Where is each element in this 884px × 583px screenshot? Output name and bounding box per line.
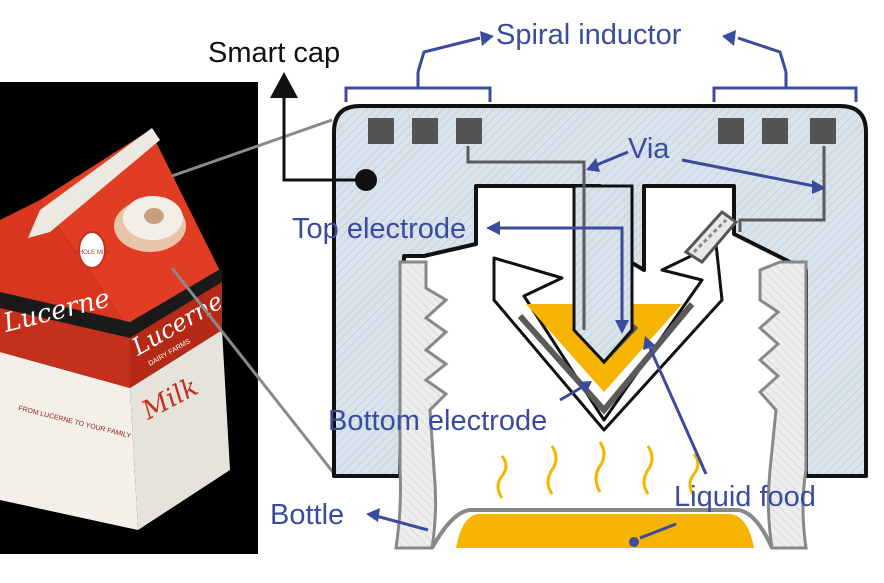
vapor-squiggle: [642, 445, 654, 495]
via-arrowhead-right: [812, 180, 826, 194]
carton-front-white: [0, 352, 138, 530]
carton-top-fin: [28, 128, 160, 238]
label-bottom-electrode: Bottom electrode: [328, 405, 547, 437]
liquid-food-arrow-upper: [648, 347, 708, 475]
carton-whole-milk-badge: [78, 231, 106, 269]
top-electrode-arrowhead: [615, 320, 629, 334]
center-stem: [572, 184, 634, 365]
inductor-pad: [368, 118, 394, 144]
bottle-wall-left: [394, 260, 449, 550]
vapor-squiggle: [688, 453, 700, 497]
side-sensor-dash: [692, 218, 728, 254]
via-arrowhead-left: [586, 158, 600, 172]
carton-side-white: [130, 330, 230, 530]
bottle-wall-right: [757, 260, 808, 550]
via-arrow-right: [681, 158, 815, 188]
inductor-arrow-right: [737, 36, 788, 73]
carton-flap-text: WHOLE MILK: [73, 250, 111, 256]
label-bottle: Bottle: [270, 499, 344, 531]
vapor-squiggle: [496, 455, 508, 499]
via-left-channel: [466, 146, 586, 330]
inductor-arrow-left: [416, 36, 481, 73]
inductor-brace-left: [344, 72, 492, 102]
liquid-food-arrowhead-upper: [643, 336, 656, 350]
inductor-pad: [412, 118, 438, 144]
liquid-food-arrow-lower: [639, 522, 677, 540]
leader-bottle-line: [170, 267, 338, 477]
bottom-electrode-arrow: [559, 384, 585, 402]
liquid-food-arrow-end: [629, 537, 639, 547]
leader-cap-line: [171, 118, 333, 178]
inductor-pad: [810, 118, 836, 144]
liquid-pool: [456, 514, 754, 548]
bottom-electrode: [517, 302, 695, 415]
smart-cap-pointer: [282, 96, 366, 182]
bottle-bottom-curve: [430, 508, 774, 549]
milk-carton-photo: WHOLE MILK Lucerne Lucerne DAIRY FARMS M…: [0, 82, 258, 554]
inductor-pad: [718, 118, 744, 144]
inductor-brace-right: [712, 72, 858, 102]
label-via: Via: [628, 133, 670, 165]
inductor-pad: [456, 118, 482, 144]
via-arrow-left: [593, 150, 629, 168]
inductor-pad: [762, 118, 788, 144]
inductor-arrowhead-left: [480, 31, 494, 46]
via-right-channel: [738, 146, 826, 232]
cap-body: [332, 104, 868, 478]
top-electrode-arrowhead-left: [486, 221, 500, 235]
cap-cross-section: [270, 30, 868, 550]
vapor-squiggle: [546, 445, 558, 495]
carton-silhouette-band: [0, 268, 222, 338]
top-electrode-arrow: [506, 226, 624, 322]
label-top-electrode: Top electrode: [292, 213, 466, 245]
label-spiral-inductor: Spiral inductor: [496, 19, 682, 51]
bottom-electrode-arrowhead: [578, 381, 592, 394]
smart-cap-arrowhead: [270, 72, 298, 98]
inductor-arrowhead-right: [722, 30, 736, 46]
label-liquid-food: Liquid food: [674, 481, 816, 513]
label-smart-cap: Smart cap: [208, 37, 340, 69]
bottle-arrowhead: [366, 508, 380, 522]
bottle-arrow: [375, 514, 429, 532]
carton-cap-hole: [144, 208, 164, 224]
vapor-squiggle: [594, 441, 606, 493]
carton-red-band: [0, 300, 130, 388]
